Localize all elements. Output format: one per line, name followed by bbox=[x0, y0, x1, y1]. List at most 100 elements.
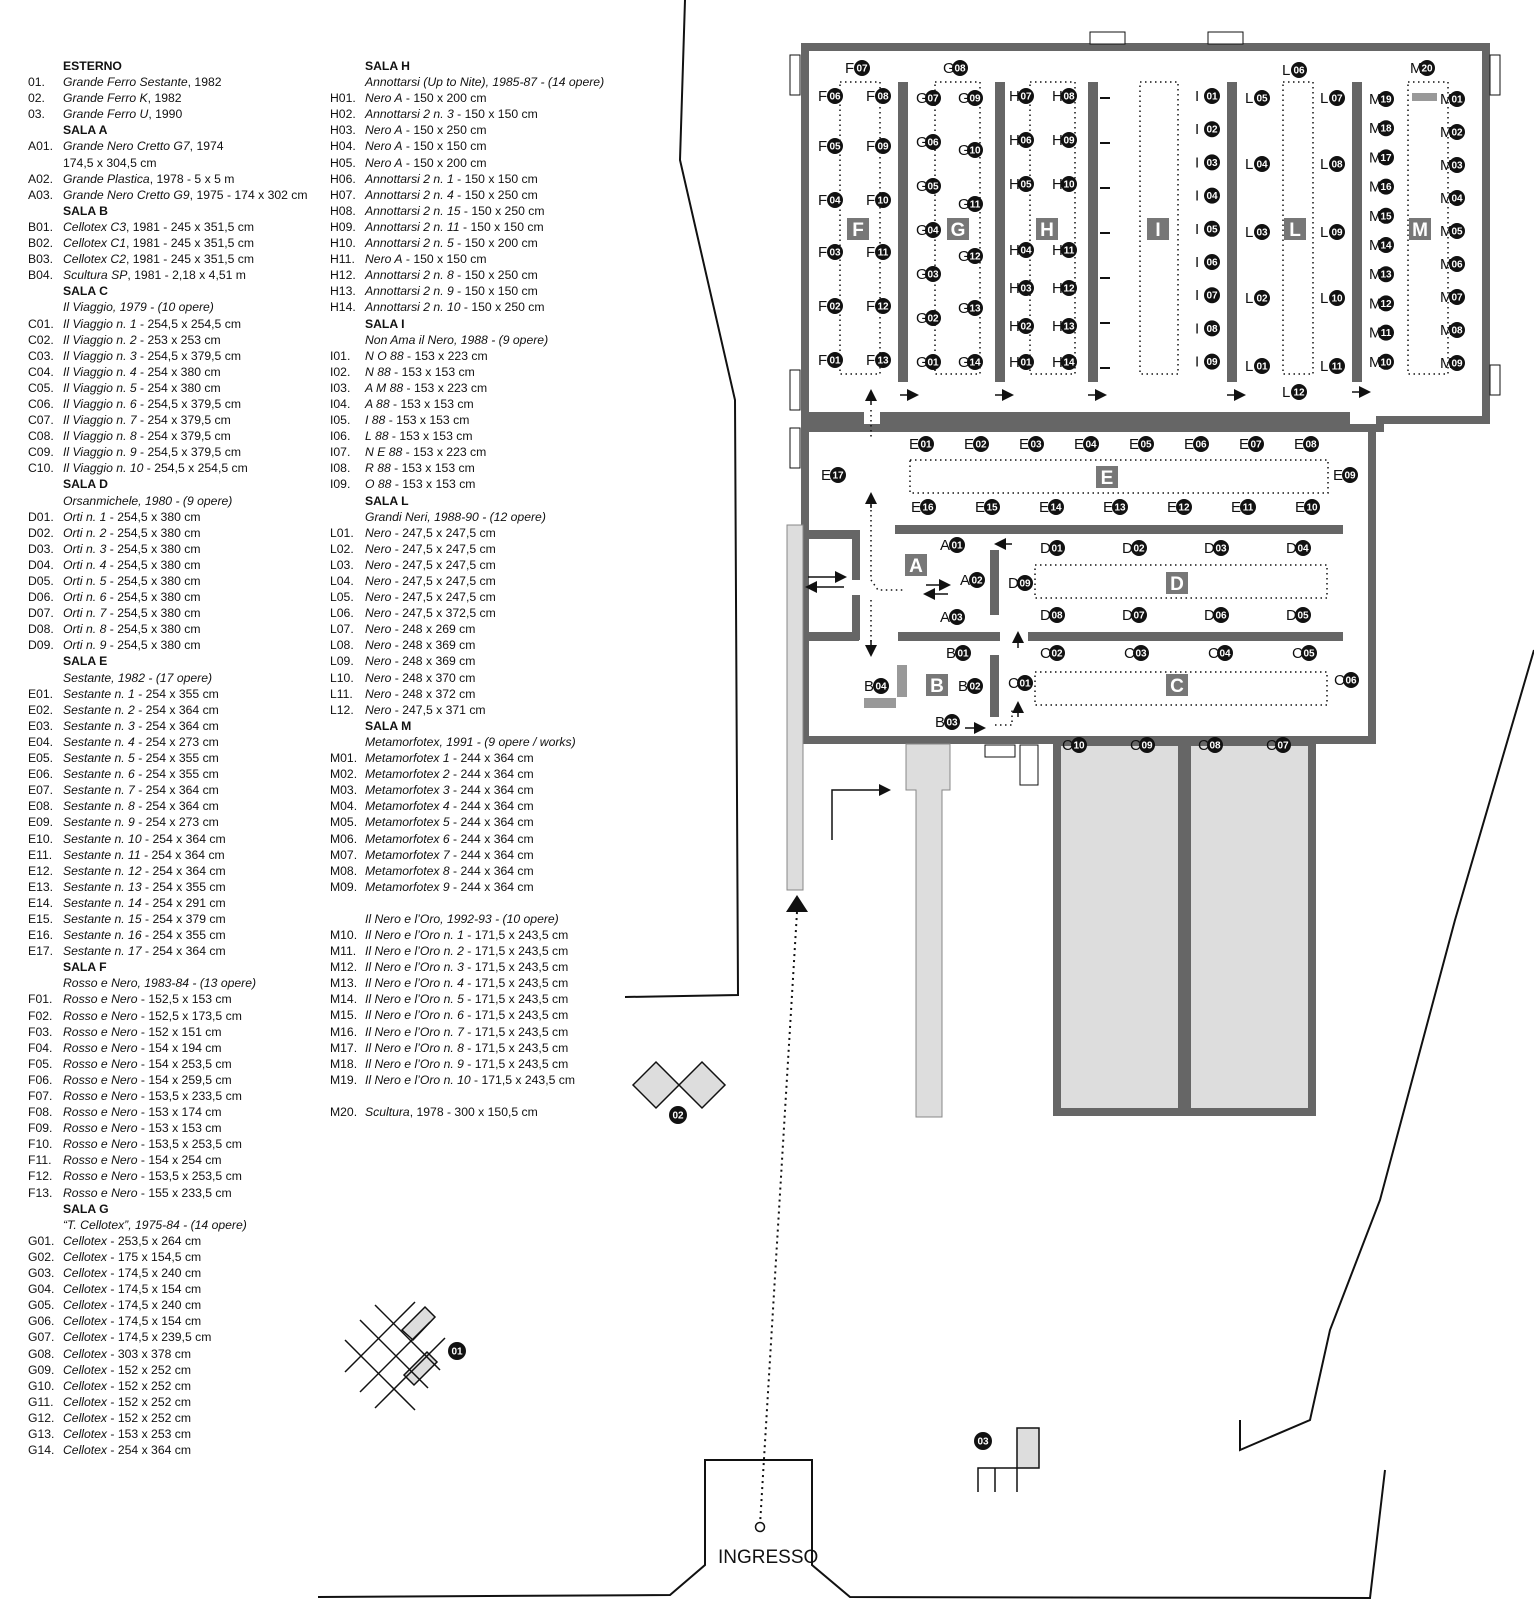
svg-text:L: L bbox=[1289, 220, 1301, 241]
item-text: Orti n. 6 - 254,5 x 380 cm bbox=[63, 590, 201, 605]
marker-M18: M18 bbox=[1369, 120, 1394, 137]
svg-text:08: 08 bbox=[1331, 160, 1343, 171]
marker-M01: M01 bbox=[1440, 91, 1465, 108]
svg-text:04: 04 bbox=[1297, 544, 1309, 555]
item-code: F11. bbox=[28, 1153, 52, 1168]
item-text: Annottarsi 2 n. 4 - 150 x 250 cm bbox=[365, 187, 538, 202]
svg-text:M: M bbox=[1369, 208, 1382, 225]
item-code: M20. bbox=[330, 1104, 358, 1119]
svg-text:E: E bbox=[1019, 436, 1029, 453]
legend-item: H12.Annottarsi 2 n. 8 - 150 x 250 cm bbox=[330, 267, 620, 283]
item-text: Orti n. 9 - 254,5 x 380 cm bbox=[63, 638, 201, 653]
item-code: M03. bbox=[330, 783, 358, 798]
legend-item: G09.Cellotex - 152 x 252 cm bbox=[28, 1362, 318, 1378]
svg-text:M: M bbox=[1369, 120, 1382, 137]
item-text: Orti n. 5 - 254,5 x 380 cm bbox=[63, 574, 201, 588]
svg-text:09: 09 bbox=[1019, 579, 1031, 590]
vestibule-wall-4 bbox=[809, 632, 859, 641]
svg-text:03: 03 bbox=[1030, 440, 1042, 451]
room-label-i: I bbox=[1147, 218, 1169, 241]
section-title: SALA C bbox=[63, 284, 108, 299]
legend-item: G06.Cellotex - 174,5 x 154 cm bbox=[28, 1313, 318, 1329]
item-code: 01. bbox=[28, 75, 45, 90]
item-code: M02. bbox=[330, 767, 358, 782]
window-left-1 bbox=[789, 54, 801, 96]
legend-item: E09.Sestante n. 9 - 254 x 273 cm bbox=[28, 814, 318, 830]
item-code: H06. bbox=[330, 171, 356, 186]
svg-text:G: G bbox=[958, 196, 970, 213]
item-text: O 88 - 153 x 153 cm bbox=[365, 477, 476, 492]
item-code: M14. bbox=[330, 992, 358, 1007]
item-code: C09. bbox=[28, 445, 54, 460]
item-code: C03. bbox=[28, 348, 54, 363]
item-text: Annottarsi 2 n. 10 - 150 x 250 cm bbox=[365, 300, 545, 315]
entrance-label: INGRESSO bbox=[718, 1547, 818, 1568]
svg-text:D: D bbox=[1286, 540, 1297, 557]
legend-item: M09.Metamorfotex 9 - 244 x 364 cm bbox=[330, 879, 620, 895]
item-text: Rosso e Nero - 152,5 x 153 cm bbox=[63, 992, 232, 1007]
svg-text:M: M bbox=[1440, 223, 1453, 240]
legend-item: E08.Sestante n. 8 - 254 x 364 cm bbox=[28, 798, 318, 814]
item-code: H13. bbox=[330, 284, 356, 299]
legend-item: H08.Annottarsi 2 n. 15 - 150 x 250 cm bbox=[330, 203, 620, 219]
item-code: E11. bbox=[28, 847, 53, 862]
svg-text:10: 10 bbox=[1331, 294, 1343, 305]
legend-item: E02.Sestante n. 2 - 254 x 364 cm bbox=[28, 702, 318, 718]
legend-item: 02.Grande Ferro K, 1982 bbox=[28, 90, 318, 106]
item-code: L11. bbox=[330, 686, 353, 701]
item-text: Il Nero e l’Oro n. 6 - 171,5 x 243,5 cm bbox=[365, 1008, 569, 1023]
svg-text:H: H bbox=[1009, 280, 1020, 297]
legend-item: B03.Cellotex C2, 1981 - 245 x 351,5 cm bbox=[28, 251, 318, 267]
svg-text:02: 02 bbox=[975, 440, 987, 451]
b04-block-vertical bbox=[897, 665, 907, 697]
item-code: E16. bbox=[28, 928, 54, 943]
legend-item: F02.Rosso e Nero - 152,5 x 173,5 cm bbox=[28, 1008, 318, 1024]
legend-item: B04.Scultura SP, 1981 - 2,18 x 4,51 m bbox=[28, 267, 318, 283]
item-text: Annottarsi 2 n. 9 - 150 x 150 cm bbox=[365, 284, 538, 299]
legend-item: H05.Nero A - 150 x 200 cm bbox=[330, 155, 620, 171]
svg-text:F: F bbox=[866, 192, 875, 209]
item-code: D03. bbox=[28, 541, 54, 556]
legend-item: F09.Rosso e Nero - 153 x 153 cm bbox=[28, 1120, 318, 1136]
svg-text:03: 03 bbox=[1020, 284, 1032, 295]
item-text: Sestante n. 9 - 254 x 273 cm bbox=[63, 815, 219, 830]
legend-item: E11.Sestante n. 11 - 254 x 364 cm bbox=[28, 847, 318, 863]
svg-text:01: 01 bbox=[1206, 92, 1218, 103]
item-code: L07. bbox=[330, 622, 354, 637]
legend-item: M06.Metamorfotex 6 - 244 x 364 cm bbox=[330, 831, 620, 847]
svg-text:G: G bbox=[916, 266, 928, 283]
svg-text:02: 02 bbox=[971, 576, 983, 587]
svg-text:E: E bbox=[1039, 499, 1049, 516]
walkway-ramp bbox=[905, 743, 951, 1118]
hooks-h-i bbox=[1100, 97, 1110, 369]
item-text: Nero - 247,5 x 372,5 cm bbox=[365, 606, 496, 621]
svg-text:I: I bbox=[1195, 154, 1199, 171]
svg-text:H: H bbox=[1052, 318, 1063, 335]
marker-M08: M08 bbox=[1440, 322, 1465, 339]
svg-text:I: I bbox=[1195, 254, 1199, 271]
legend-item: I05.I 88 - 153 x 153 cm bbox=[330, 412, 620, 428]
legend-item: F03.Rosso e Nero - 152 x 151 cm bbox=[28, 1024, 318, 1040]
svg-text:20: 20 bbox=[1421, 64, 1433, 75]
item-code: L10. bbox=[330, 670, 354, 685]
legend-item: F10.Rosso e Nero - 153,5 x 253,5 cm bbox=[28, 1136, 318, 1152]
room-label-g: G bbox=[947, 218, 969, 241]
legend-item: G10.Cellotex - 152 x 252 cm bbox=[28, 1378, 318, 1394]
marker-M07: M07 bbox=[1440, 289, 1465, 306]
room-label-a: A bbox=[905, 554, 927, 577]
legend-section: M20.Scultura, 1978 - 300 x 150,5 cm bbox=[330, 1088, 620, 1120]
item-code: I07. bbox=[330, 445, 351, 460]
